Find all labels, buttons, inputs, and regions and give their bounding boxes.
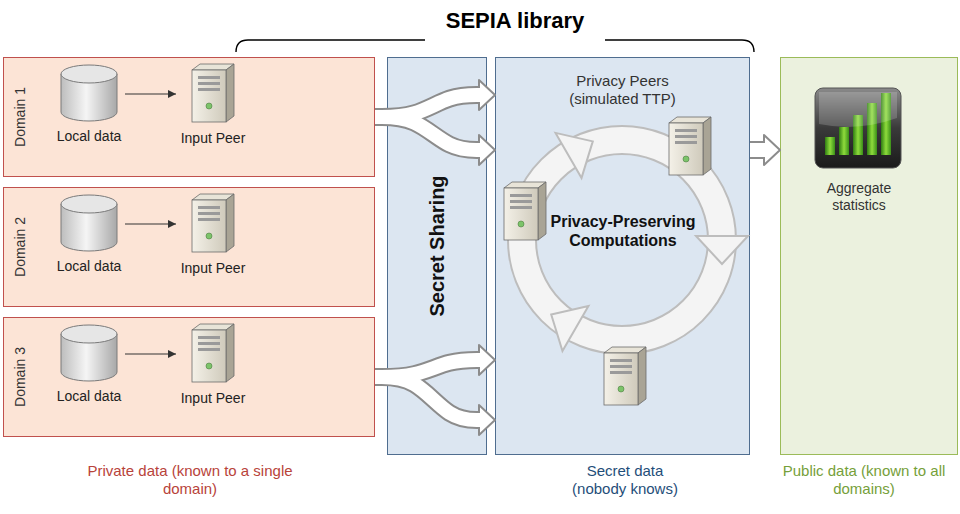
server-node: Input Peer (176, 322, 250, 426)
domain-box: Domain 1 Local data Input Peer (3, 57, 375, 177)
band-panel: Privacy Peers (simulated TTP) Privacy-Pre… (495, 57, 750, 455)
chart-icon (819, 92, 897, 127)
flow-arrow (750, 141, 767, 159)
database-icon (59, 64, 119, 124)
computation-cycle (522, 140, 722, 340)
chart-icon (881, 93, 891, 155)
peer-label: Input Peer (181, 130, 246, 147)
computation-cycle (556, 119, 606, 178)
database-icon (61, 65, 117, 121)
chart-icon (815, 88, 901, 168)
band-title: Secret Sharing (425, 175, 449, 316)
computation-cycle (696, 236, 748, 264)
computation-cycle (522, 140, 722, 340)
domain-label: Domain 2 (12, 217, 29, 277)
library-bracket (605, 40, 754, 52)
band-title: Privacy Peers (simulated TTP) (553, 72, 693, 108)
data-arrow (125, 354, 176, 355)
region-caption: Private data (known to a single domain) (80, 462, 300, 498)
icon-label: Aggregate statistics (799, 180, 919, 214)
privacy-peer-server (504, 182, 546, 240)
data-arrow (125, 353, 176, 354)
data-label: Local data (57, 258, 122, 275)
band-panel: Secret Sharing (387, 57, 487, 455)
data-arrow (125, 223, 176, 224)
flow-arrow (375, 377, 482, 420)
server-icon (188, 192, 238, 254)
computation-cycle (538, 292, 588, 351)
privacy-peer-server (669, 117, 711, 175)
flow-arrow (750, 135, 780, 165)
database-cylinder: Local data (53, 194, 125, 294)
database-icon (59, 194, 119, 254)
computation-cycle (556, 119, 606, 178)
database-cylinder: Local data (53, 324, 125, 424)
data-arrow (125, 224, 176, 225)
chart-icon (815, 88, 901, 168)
database-icon (61, 325, 117, 381)
chart-icon (825, 137, 835, 155)
computation-cycle (696, 236, 748, 264)
server-icon (188, 322, 238, 384)
arrow-head (764, 135, 780, 165)
privacy-peer-server (604, 347, 646, 405)
server-icon (188, 62, 238, 124)
server-icon (192, 64, 234, 122)
library-bracket (236, 40, 425, 52)
peer-label: Input Peer (181, 260, 246, 277)
flow-arrow (375, 80, 495, 165)
data-arrow (125, 94, 176, 95)
domain-label: Domain 1 (12, 87, 29, 147)
server-icon (192, 194, 234, 252)
flow-arrow (750, 143, 767, 157)
chart-icon (839, 127, 849, 155)
flow-arrow (375, 117, 482, 150)
cycle-label: Privacy-Preserving Computations (541, 212, 706, 250)
diagram-title: SEPIA library (446, 8, 585, 34)
flow-arrow (375, 377, 482, 420)
data-arrow (125, 93, 176, 94)
chart-icon (867, 103, 877, 155)
server-icon (192, 324, 234, 382)
domain-label: Domain 3 (12, 347, 29, 407)
arrow-head (479, 80, 495, 110)
privacy-peer-server (504, 117, 711, 405)
chart-icon (853, 115, 863, 155)
database-icon (61, 195, 117, 251)
flow-arrow (375, 360, 482, 377)
flow-arrow (375, 117, 482, 150)
database-cylinder: Local data (53, 64, 125, 164)
arrow-head (479, 135, 495, 165)
peer-label: Input Peer (181, 390, 246, 407)
library-bracket (236, 40, 754, 52)
flow-arrow (375, 360, 482, 377)
flow-arrow (375, 95, 482, 117)
server-node: Input Peer (176, 192, 250, 296)
domain-box: Domain 3 Local data Input Peer (3, 317, 375, 437)
data-label: Local data (57, 388, 122, 405)
database-icon (59, 324, 119, 384)
flow-arrow (375, 345, 495, 435)
arrow-head (479, 345, 495, 375)
computation-cycle (522, 119, 748, 351)
computation-cycle (538, 292, 588, 351)
region-caption: Public data (known to all domains) (777, 462, 952, 498)
data-label: Local data (57, 128, 122, 145)
output-panel: Aggregate statistics (780, 57, 958, 455)
domain-box: Domain 2 Local data Input Peer (3, 187, 375, 307)
region-caption: Secret data (nobody knows) (565, 462, 685, 498)
flow-arrow (375, 95, 482, 117)
arrow-head (479, 405, 495, 435)
server-node: Input Peer (176, 62, 250, 166)
